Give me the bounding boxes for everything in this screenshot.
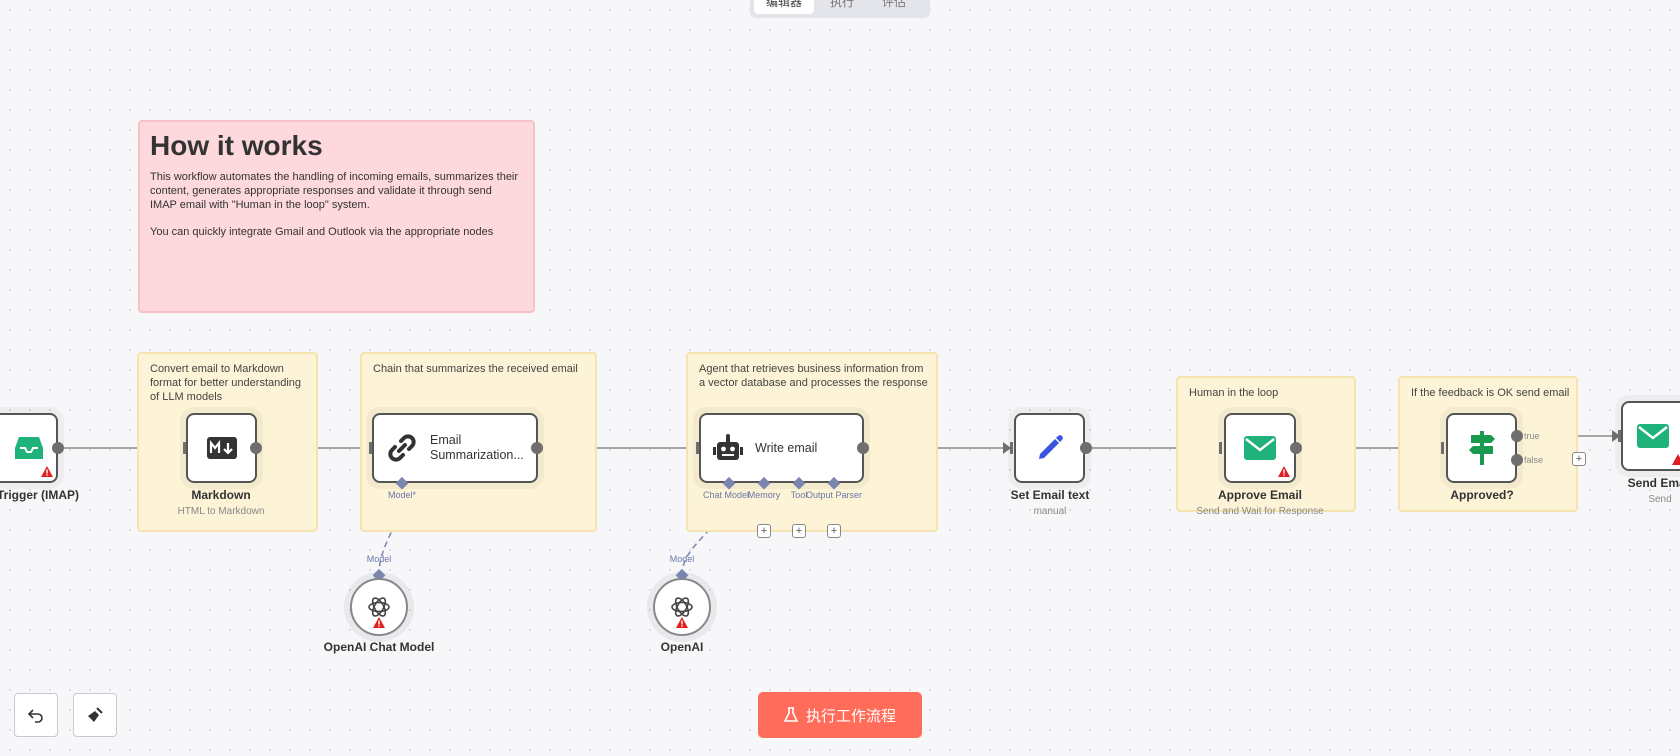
envelope-icon [1244,436,1276,460]
inbox-icon [15,437,43,459]
node-summarize-title: Email Summarization... [430,433,524,463]
node-summarize-line1: Email [430,433,462,447]
add-tool-button[interactable]: + [792,524,806,538]
broom-icon [88,707,103,722]
execute-workflow-button[interactable]: 执行工作流程 [758,692,922,738]
openai-icon [368,597,390,617]
handle-write-tool [792,476,806,490]
node-write-email[interactable]: Write email [699,413,864,483]
handle-write-memory [757,476,771,490]
node-trigger-label: Trigger (IMAP) [0,488,80,502]
output-true-label: true [1524,431,1540,441]
summarize-note-text: Chain that summarizes the received email [373,363,578,375]
link-icon [388,434,416,462]
node-openai-chat-label: OpenAI Chat Model [323,640,435,654]
node-send-sub: Send [1648,494,1672,505]
how-it-works-note[interactable]: How it works This workflow automates the… [138,120,535,313]
add-false-branch-button[interactable]: + [1572,452,1586,466]
port-label-model-a: Model [366,554,392,564]
node-email-summarization[interactable]: Email Summarization... [372,413,538,483]
tab-editor[interactable]: 编辑器 [754,0,815,14]
handle-summarize-out [531,442,543,454]
handle-write-chatmodel [722,476,736,490]
tab-executions[interactable]: 执行 [830,0,855,9]
handle-write-out [857,442,869,454]
port-label-chat-model: Chat Model [702,490,750,500]
warning-icon [676,617,688,628]
arrow-set-in [1003,442,1011,454]
human-loop-note[interactable]: Human in the loop [1176,376,1356,512]
envelope-icon [1637,424,1669,448]
handle-markdown-out [250,442,262,454]
note-paragraph-1: This workflow automates the handling of … [150,171,519,211]
agent-note-text: Agent that retrieves business informatio… [699,363,928,389]
arrow-send-in [1612,430,1620,442]
handle-approve-out [1290,442,1302,454]
view-tabs: 编辑器 执行 评估 [750,0,930,18]
node-approved-label: Approved? [1450,488,1514,502]
node-markdown[interactable] [186,413,257,483]
add-memory-button[interactable]: + [757,524,771,538]
robot-icon [713,434,743,460]
warning-icon [1672,454,1680,465]
port-label-model-required: Model* [387,490,417,500]
clear-execution-button[interactable] [73,693,117,737]
node-markdown-sub: HTML to Markdown [177,506,265,517]
feedback-note-text: If the feedback is OK send email [1411,387,1570,399]
note-paragraph-2: You can quickly integrate Gmail and Outl… [150,226,494,238]
add-output-parser-button[interactable]: + [827,524,841,538]
node-approve-label: Approve Email [1217,488,1303,502]
handle-set-in [1010,442,1013,454]
handle-write-parser [827,476,841,490]
execute-workflow-label: 执行工作流程 [805,706,896,725]
output-false-label: false [1524,455,1544,465]
markdown-icon [206,437,237,459]
node-openai-label: OpenAI [660,640,704,654]
pencil-icon [1038,435,1063,459]
note-body: This workflow automates the handling of … [150,170,520,252]
node-approve-email[interactable] [1224,413,1296,483]
flask-icon [783,707,798,722]
human-loop-note-text: Human in the loop [1189,387,1279,399]
undo-button[interactable] [14,693,58,737]
openai-icon [671,597,693,617]
tab-evaluations[interactable]: 评估 [882,0,907,9]
handle-true-out [1511,430,1523,442]
port-label-tool: Tool [790,490,808,500]
undo-icon [27,709,43,723]
node-set-sub: manual [1033,506,1067,517]
node-send-email[interactable] [1621,401,1680,471]
node-write-title: Write email [755,440,818,455]
node-trigger-imap[interactable] [0,413,58,483]
warning-icon [373,617,385,628]
warning-icon [1278,466,1290,477]
handle-trigger-out [52,442,64,454]
node-send-label: Send Email [1627,476,1680,490]
handle-markdown-in [183,442,186,454]
port-label-output-parser: Output Parser [805,490,863,500]
port-label-memory: Memory [747,490,781,500]
node-set-email-text[interactable] [1014,413,1085,483]
handle-false-out [1511,454,1523,466]
signpost-icon [1468,431,1495,465]
node-set-label: Set Email text [1010,488,1090,502]
port-label-model-b: Model [669,554,695,564]
handle-approved-in [1441,442,1444,454]
note-title: How it works [150,130,323,161]
handle-set-out [1080,442,1092,454]
node-approve-sub: Send and Wait for Response [1196,506,1324,517]
node-approved-if[interactable] [1446,413,1517,483]
node-markdown-label: Markdown [191,488,251,502]
handle-send-in [1618,430,1621,442]
handle-summarize-model [395,476,409,490]
handle-summarize-in [369,442,372,454]
handle-approve-in [1219,442,1222,454]
warning-icon [41,466,53,477]
markdown-note-text: Convert email to Markdown format for bet… [150,363,302,403]
node-summarize-line2: Summarization... [430,448,524,462]
handle-write-in [696,442,699,454]
